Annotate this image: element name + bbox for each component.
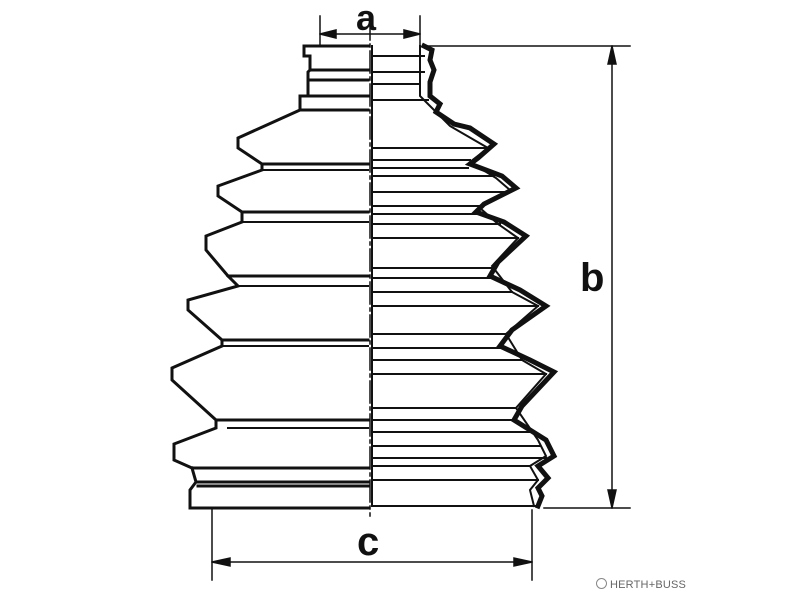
brand-watermark-text: HERTH+BUSS bbox=[610, 579, 687, 591]
boot-section-half bbox=[371, 42, 559, 510]
dimension-a bbox=[319, 15, 421, 47]
dimension-label-b: b bbox=[580, 256, 605, 300]
dimension-c bbox=[211, 509, 533, 581]
brand-watermark: HERTH+BUSS bbox=[596, 578, 686, 591]
dimension-label-c: c bbox=[357, 520, 380, 564]
section-lines bbox=[371, 55, 547, 507]
dimension-label-a: a bbox=[356, 0, 377, 38]
brand-logo-icon bbox=[596, 578, 607, 589]
dimension-b bbox=[427, 45, 631, 509]
boot-exterior-half bbox=[170, 44, 370, 510]
